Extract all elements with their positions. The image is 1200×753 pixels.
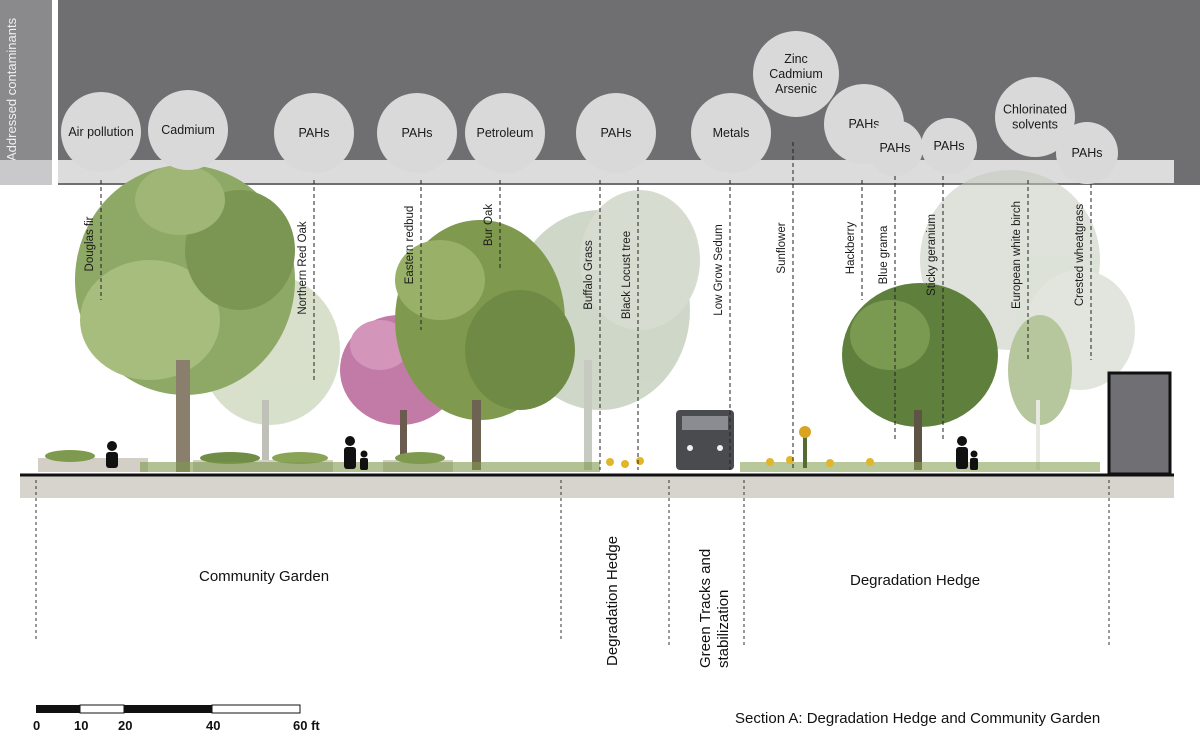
- contaminant-label: PAHs: [848, 117, 879, 131]
- contaminant-bubble-circle: [867, 120, 923, 176]
- zone-dividers: [35, 480, 1110, 648]
- contaminant-label: solvents: [1012, 118, 1058, 132]
- light-strip-left: [0, 160, 52, 185]
- zone-green-tracks: Green Tracks and stabilization: [697, 538, 733, 668]
- contaminant-bubble: PAHs: [867, 120, 923, 176]
- contaminant-label: PAHs: [298, 126, 329, 140]
- contaminant-label: Zinc: [784, 52, 808, 66]
- bur-oak-tree: [395, 220, 575, 470]
- contaminant-bubble-circle: [465, 93, 545, 173]
- scale-tick-10: 10: [74, 718, 89, 733]
- contaminant-bubble-circle: [921, 118, 977, 174]
- zone-community-garden: Community Garden: [199, 568, 330, 585]
- contaminant-label: Air pollution: [68, 125, 133, 139]
- plant-label: Crested wheatgrass: [1074, 204, 1086, 307]
- plant-label: Eastern redbud: [404, 206, 416, 285]
- plant-label: Northern Red Oak: [297, 221, 309, 315]
- scale-tick-0: 0: [33, 718, 41, 733]
- plant-label: Sunflower: [776, 222, 788, 273]
- contaminant-bubble-circle: [274, 93, 354, 173]
- plant-label: European white birch: [1011, 201, 1023, 309]
- scale-bar: [36, 704, 301, 714]
- zone-degradation-hedge: Degradation Hedge: [850, 572, 981, 589]
- contaminant-bubble: PAHs: [921, 118, 977, 174]
- plant-labels: Douglas fir Northern Red Oak Eastern redbu…: [84, 201, 1086, 319]
- contaminant-label: PAHs: [1071, 146, 1102, 160]
- plant-label: Bur Oak: [483, 204, 495, 246]
- zone-degradation-hedge-narrow: Degradation Hedge: [604, 535, 621, 666]
- zone-green-tracks-line2: stabilization: [715, 589, 732, 668]
- contaminant-bubble: Air pollution: [61, 92, 141, 172]
- contaminant-bubble-circle: [576, 93, 656, 173]
- contaminant-label: PAHs: [879, 141, 910, 155]
- contaminant-bubble: PAHs: [1056, 122, 1118, 184]
- ground-plantings: [140, 426, 1100, 472]
- contaminant-label: PAHs: [933, 139, 964, 153]
- plant-label: Hackberry: [845, 222, 857, 275]
- scale-tick-20: 20: [118, 718, 133, 733]
- contaminant-bubble: Metals: [691, 93, 771, 173]
- douglas-fir-tree: [75, 165, 295, 472]
- scale-tick-40: 40: [206, 718, 221, 733]
- soil-band: [20, 476, 1174, 498]
- plant-label: Blue grama: [878, 225, 890, 284]
- plant-label: Black Locust tree: [621, 231, 633, 319]
- train-icon: [676, 410, 734, 470]
- contaminant-bubble-circle: [61, 92, 141, 172]
- contaminant-label: Chlorinated: [1003, 103, 1067, 117]
- plant-label: Low Grow Sedum: [713, 224, 725, 315]
- contaminant-bubble-circle: [148, 90, 228, 170]
- people-silhouettes: [106, 436, 978, 470]
- plant-label: Sticky geranium: [926, 214, 938, 296]
- contaminant-label: Cadmium: [161, 123, 215, 137]
- hackberry-tree: [842, 283, 998, 470]
- zone-green-tracks-line1: Green Tracks and: [697, 548, 714, 668]
- building-block: [1107, 371, 1172, 476]
- contaminant-bubble: Cadmium: [148, 90, 228, 170]
- contaminant-label: Metals: [713, 126, 750, 140]
- side-label-band: Addressed contaminants: [0, 0, 52, 185]
- contaminant-bubble-circle: [1056, 122, 1118, 184]
- plant-label: Buffalo Grass: [583, 240, 595, 310]
- contaminant-bubble-circle: [995, 77, 1075, 157]
- contaminant-bubble: PAHs: [576, 93, 656, 173]
- plant-leader-lines: [100, 142, 1092, 470]
- plant-label: Douglas fir: [84, 216, 96, 271]
- contaminant-label: Petroleum: [477, 126, 534, 140]
- contaminant-bubble: Petroleum: [465, 93, 545, 173]
- contaminant-label: PAHs: [600, 126, 631, 140]
- scale-tick-60: 60 ft: [293, 718, 320, 733]
- background-trees: [200, 170, 1135, 470]
- band-divider: [52, 0, 58, 185]
- contaminant-bubble-circle: [377, 93, 457, 173]
- contaminant-bubble-circle: [753, 31, 839, 117]
- contaminant-bubble-circle: [691, 93, 771, 173]
- white-birch-tree: [1008, 315, 1072, 470]
- contaminant-bubble: PAHs: [377, 93, 457, 173]
- section-caption: Section A: Degradation Hedge and Communi…: [735, 710, 1101, 727]
- contaminant-bubble: PAHs: [274, 93, 354, 173]
- contaminant-label: Cadmium: [769, 67, 823, 81]
- contaminant-label: Arsenic: [775, 82, 817, 96]
- contaminant-label: PAHs: [401, 126, 432, 140]
